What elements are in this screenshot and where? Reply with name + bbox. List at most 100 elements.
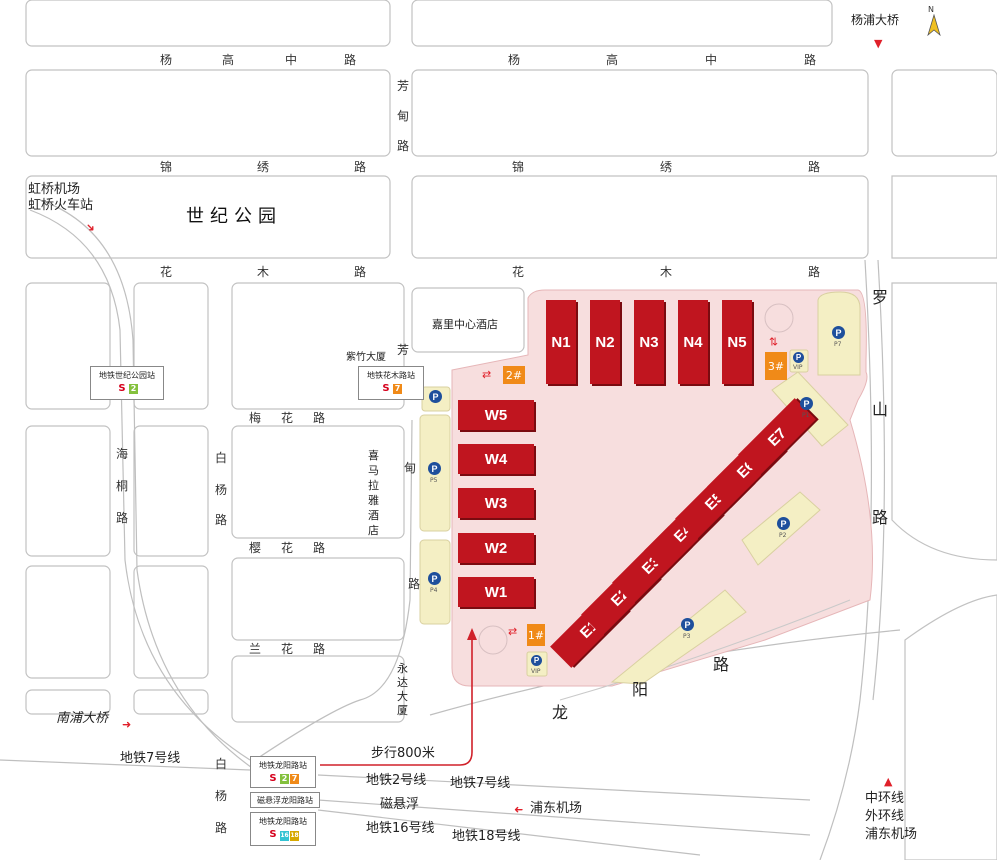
hall-w4[interactable]: W4 xyxy=(458,444,534,474)
hongqiao-airport-label: 虹桥机场 xyxy=(28,182,81,197)
block xyxy=(231,655,405,723)
metro-line7-label: 地铁7号线 xyxy=(120,751,181,766)
walk-label: 步行800米 xyxy=(371,746,435,761)
hall-w3[interactable]: W3 xyxy=(458,488,534,518)
gate-1[interactable]: 1# xyxy=(527,624,545,646)
block xyxy=(891,69,997,157)
parking-p2-icon[interactable]: P xyxy=(777,517,790,530)
hall-n3[interactable]: N3 xyxy=(634,300,664,384)
yongda-building-label: 永达大厦 xyxy=(397,662,408,717)
compass-icon: N xyxy=(928,5,934,14)
gate-3[interactable]: 3# xyxy=(765,352,787,380)
line-badge-7: 7 xyxy=(290,774,299,784)
hall-n5[interactable]: N5 xyxy=(722,300,752,384)
metro-logo-icon: S xyxy=(269,829,277,840)
hall-w5[interactable]: W5 xyxy=(458,400,534,430)
pudong-airport-label: 浦东机场 xyxy=(530,801,583,816)
block xyxy=(25,689,111,715)
down-arrow-icon: ▼ xyxy=(874,37,883,50)
block xyxy=(25,0,391,47)
block xyxy=(25,282,111,410)
block xyxy=(25,565,111,679)
metro-line16-label: 地铁16号线 xyxy=(366,821,435,836)
metro-logo-icon: S xyxy=(118,383,126,394)
block xyxy=(411,175,869,259)
venue-area xyxy=(451,289,873,687)
station-name: 地铁花木路站 xyxy=(367,371,415,380)
double-arrow-icon: ⇄ xyxy=(508,625,518,638)
metro-line18-label: 地铁18号线 xyxy=(452,829,521,844)
hall-n1[interactable]: N1 xyxy=(546,300,576,384)
century-park-label: 世纪公园 xyxy=(186,206,282,227)
walk-route xyxy=(320,630,473,766)
block xyxy=(891,282,997,561)
parking-vip2-label: VIP xyxy=(793,364,803,371)
hall-n4[interactable]: N4 xyxy=(678,300,708,384)
parking-vip-icon[interactable]: P xyxy=(531,655,542,666)
compass-needle-icon xyxy=(927,14,941,36)
parking-p2-label: P2 xyxy=(779,532,787,539)
line-badge-2: 2 xyxy=(129,384,138,394)
parking-vip2-icon[interactable]: P xyxy=(793,352,804,363)
gate-2[interactable]: 2# xyxy=(503,366,525,384)
kerry-hotel-label: 嘉里中心酒店 xyxy=(432,318,498,331)
parking-p1-icon[interactable]: P xyxy=(800,397,813,410)
up-arrow-icon: ▲ xyxy=(884,775,893,788)
block xyxy=(133,565,209,679)
maglev-label: 磁悬浮 xyxy=(380,797,420,812)
metro-line7-label-2: 地铁7号线 xyxy=(450,776,511,791)
block xyxy=(25,425,111,557)
double-arrow-icon: ⇄ xyxy=(482,368,492,381)
parking-p3-icon[interactable]: P xyxy=(681,618,694,631)
parking-p5-icon[interactable]: P xyxy=(428,462,441,475)
yangpu-bridge-label: 杨浦大桥 xyxy=(851,13,900,27)
inner-ring-label: 中环线 xyxy=(865,791,905,806)
hall-w1[interactable]: W1 xyxy=(458,577,534,607)
outer-ring-label: 外环线 xyxy=(865,809,905,824)
parking-p7-icon[interactable]: P xyxy=(832,326,845,339)
parking-p7-label: P7 xyxy=(834,341,842,348)
block xyxy=(133,425,209,557)
metro-logo-icon: S xyxy=(382,383,390,394)
double-arrow-icon: ⇄ xyxy=(767,336,781,347)
pudong-airport-label-2: 浦东机场 xyxy=(865,827,918,842)
right-arrow-icon: ➜ xyxy=(122,718,132,731)
metro-line2-label: 地铁2号线 xyxy=(366,773,427,788)
line-badge-16: 16 xyxy=(280,831,289,841)
parking-p3-label: P3 xyxy=(683,633,691,640)
parking-p4-icon[interactable]: P xyxy=(428,572,441,585)
zizhu-building-label: 紫竹大厦 xyxy=(346,352,386,363)
parking-p4-label: P4 xyxy=(430,587,438,594)
block xyxy=(25,69,391,157)
hall-n2[interactable]: N2 xyxy=(590,300,620,384)
block xyxy=(133,689,209,715)
metro-logo-icon: S xyxy=(269,773,277,784)
station-maglev[interactable]: 磁悬浮龙阳路站 xyxy=(250,792,320,808)
block xyxy=(411,287,525,353)
line-badge-18: 18 xyxy=(290,831,299,841)
line-badge-2: 2 xyxy=(280,774,289,784)
hongqiao-station-label: 虹桥火车站 xyxy=(28,198,94,213)
block xyxy=(891,175,997,259)
station-name: 磁悬浮龙阳路站 xyxy=(257,796,313,805)
hall-w2[interactable]: W2 xyxy=(458,533,534,563)
station-name: 地铁世纪公园站 xyxy=(99,371,155,380)
parking-vip-label: VIP xyxy=(531,668,541,675)
block xyxy=(904,594,997,860)
block xyxy=(25,175,391,259)
nanpu-bridge-label: 南浦大桥 xyxy=(56,711,109,726)
parking-p6-icon[interactable]: P xyxy=(429,390,442,403)
station-name: 地铁龙阳路站 xyxy=(259,761,307,770)
block xyxy=(231,425,405,539)
block xyxy=(411,0,833,47)
station-name: 地铁龙阳路站 xyxy=(259,817,307,826)
line-badge-7: 7 xyxy=(393,384,402,394)
block xyxy=(411,69,869,157)
left-arrow-icon: ➜ xyxy=(514,803,524,816)
